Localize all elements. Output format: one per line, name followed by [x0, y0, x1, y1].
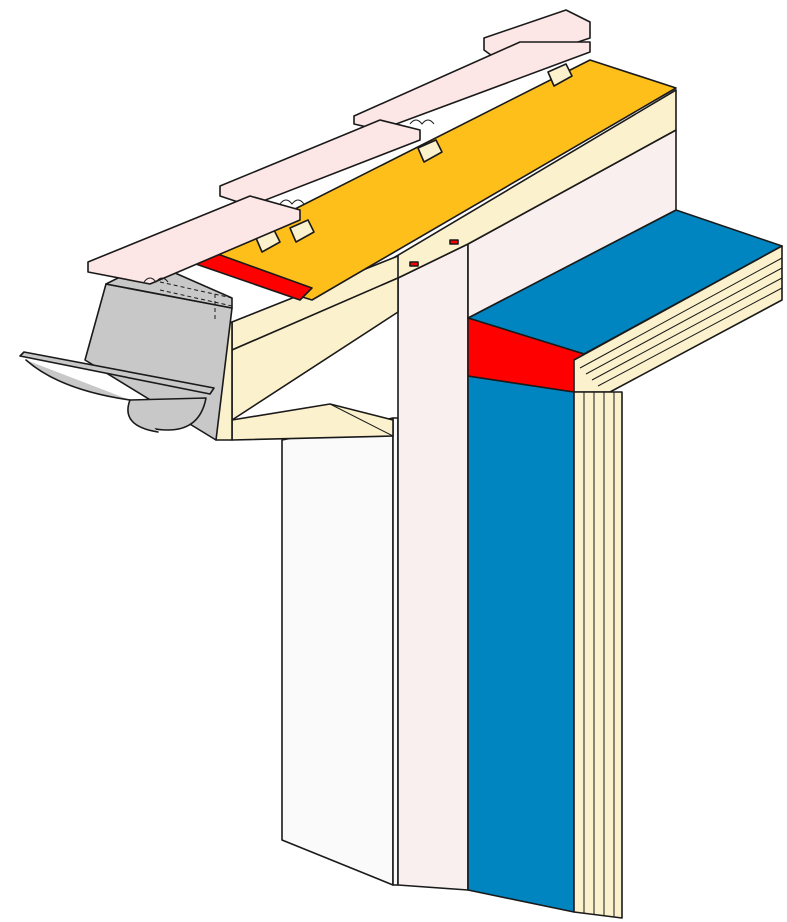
roof-underlay — [189, 59, 677, 301]
wall-insulation — [467, 209, 783, 913]
interior-wall — [281, 417, 399, 886]
membrane-clips — [409, 239, 459, 267]
rafter — [215, 255, 399, 441]
facade-cladding — [573, 245, 783, 919]
tile-battens — [255, 63, 573, 253]
gutter — [19, 351, 215, 433]
interior-lining — [397, 243, 469, 891]
ceiling-panel — [389, 89, 677, 319]
roof-tiles — [87, 9, 591, 285]
